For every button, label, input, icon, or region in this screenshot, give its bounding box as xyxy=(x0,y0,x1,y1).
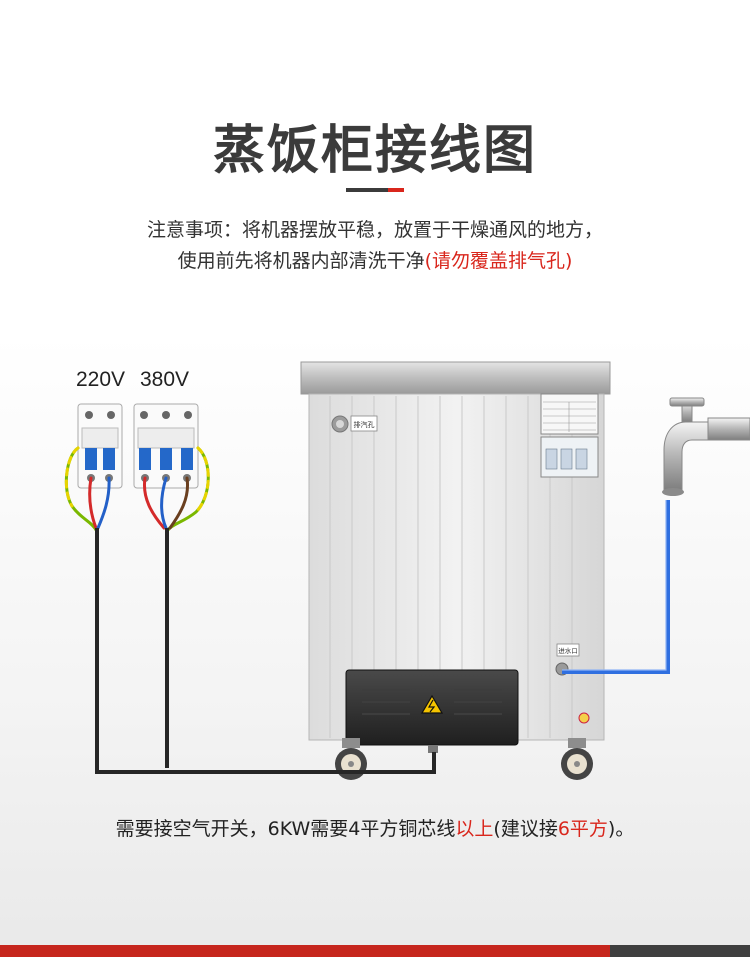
vent-label: 排汽孔 xyxy=(354,420,375,429)
wiring-requirement-note: 需要接空气开关，6KW需要4平方铜芯线以上(建议接6平方)。 xyxy=(0,814,750,841)
note-line-2-main: 使用前先将机器内部清洗干净 xyxy=(177,250,425,272)
caster-right xyxy=(561,738,593,780)
requirement-part1: 需要接空气开关，6KW需要4平方铜芯线 xyxy=(115,818,456,840)
page-title: 蒸饭柜接线图 xyxy=(212,121,537,181)
footer-bar-dark xyxy=(610,945,750,957)
nameplate xyxy=(540,393,599,435)
note-line-1: 注意事项：将机器摆放平稳，放置于干燥通风的地方， xyxy=(146,219,603,241)
title-underline xyxy=(346,188,404,192)
water-inlet-label: 进水口 xyxy=(558,646,578,655)
note-line-2-warning: (请勿覆盖排气孔) xyxy=(424,250,573,272)
water-pipe xyxy=(562,500,670,674)
requirement-part5: )。 xyxy=(607,818,635,840)
electrical-box xyxy=(345,669,519,753)
wires-380v xyxy=(142,446,210,532)
requirement-part3: (建议接 xyxy=(493,818,558,840)
title-underline-dark xyxy=(346,188,388,192)
footer-bar-red xyxy=(0,945,610,957)
title-underline-red xyxy=(388,188,404,192)
label-220v: 220V xyxy=(76,368,126,391)
requirement-part2: 以上 xyxy=(455,818,494,840)
power-cable xyxy=(95,528,436,774)
label-380v: 380V xyxy=(140,368,190,391)
breaker-380v xyxy=(133,403,199,489)
note-line-2: 使用前先将机器内部清洗干净(请勿覆盖排气孔) xyxy=(0,246,750,273)
water-faucet-icon xyxy=(662,397,750,496)
wires-220v xyxy=(64,446,111,532)
breaker-220v xyxy=(77,403,123,489)
requirement-part4: 6平方 xyxy=(557,818,608,840)
high-voltage-warning-icon xyxy=(420,694,444,714)
